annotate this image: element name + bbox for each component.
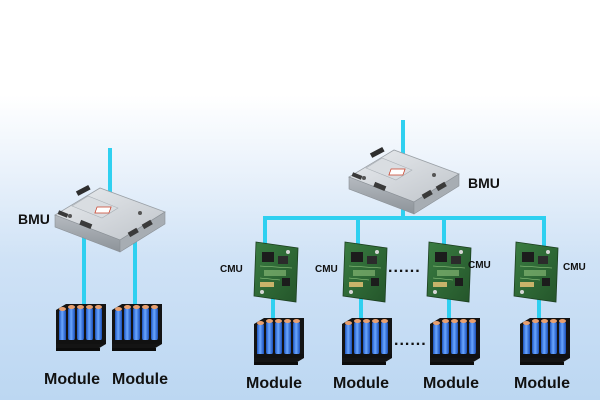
- cmu-label-3: CMU: [468, 260, 491, 271]
- right-bmu-label: BMU: [468, 175, 500, 191]
- cmu-ellipsis: ......: [388, 259, 421, 276]
- cmu-label-4: CMU: [563, 262, 586, 273]
- right-module-label-3: Module: [423, 375, 479, 392]
- battery-module-icon: [342, 318, 392, 365]
- battery-module-icon: [520, 318, 570, 365]
- cmu-board-icon: [513, 241, 559, 303]
- left-module-label-2: Module: [112, 371, 168, 388]
- cmu-board-icon: [253, 241, 299, 303]
- bmu-controller-icon: [348, 146, 460, 215]
- cmu-board-icon: [342, 241, 388, 303]
- right-module-label-2: Module: [333, 375, 389, 392]
- left-system: BMU Module Module: [18, 148, 168, 388]
- module-ellipsis: ......: [394, 332, 427, 349]
- cmu-board-icon: [426, 241, 472, 303]
- right-bus-lines: [263, 120, 546, 322]
- right-system: BMU CMU CMU CMU CMU ...... ...... Module…: [220, 120, 586, 392]
- battery-module-icon: [254, 318, 304, 365]
- left-module-label-1: Module: [44, 371, 100, 388]
- right-module-label-4: Module: [514, 375, 570, 392]
- bmu-controller-icon: [54, 184, 166, 253]
- battery-module-icon: [112, 304, 162, 351]
- battery-module-icon: [56, 304, 106, 351]
- right-module-label-1: Module: [246, 375, 302, 392]
- left-bmu-label: BMU: [18, 211, 50, 227]
- cmu-label-1: CMU: [220, 264, 243, 275]
- battery-module-icon: [430, 318, 480, 365]
- cmu-label-2: CMU: [315, 264, 338, 275]
